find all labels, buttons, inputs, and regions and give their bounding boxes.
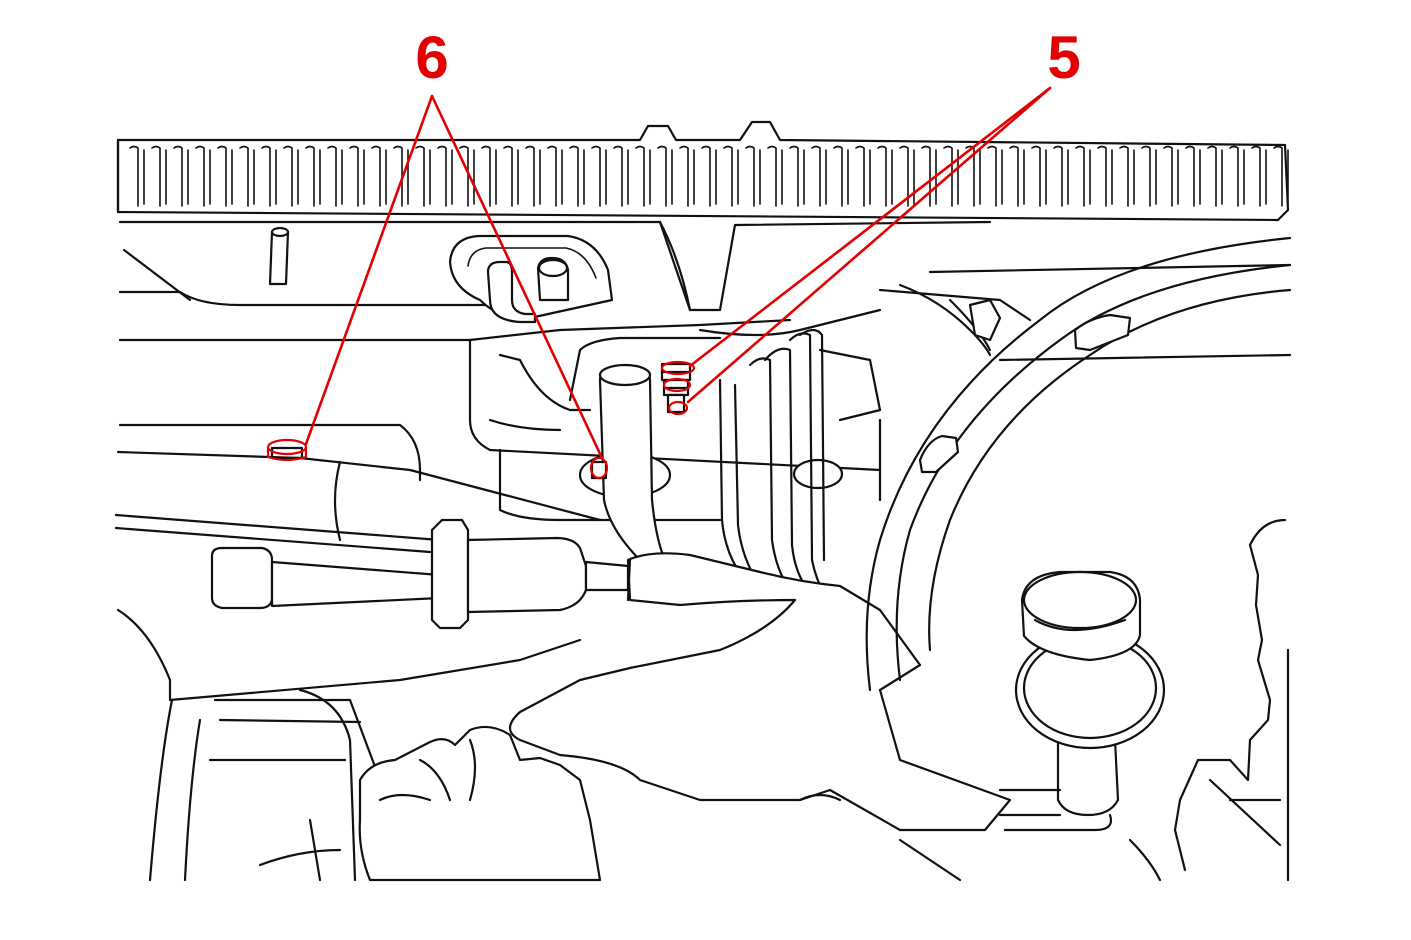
highlight-markers	[266, 360, 696, 480]
leader-5-upper	[688, 86, 1052, 368]
center-hose	[598, 363, 667, 562]
lower-cover	[508, 552, 1012, 832]
fitting-marker-middle	[662, 377, 692, 393]
callout-label-6: 6	[415, 24, 448, 91]
fitting-marker-upper	[660, 360, 696, 376]
filler-cap	[998, 570, 1166, 832]
leader-5-lower	[686, 86, 1052, 404]
leader-6-center	[430, 94, 604, 460]
leader-6-left	[304, 94, 434, 446]
leader-lines	[304, 86, 1052, 460]
fitting-marker-lower	[667, 400, 689, 416]
crossmember	[118, 220, 1292, 482]
pin	[268, 226, 290, 286]
round-housing	[865, 236, 1292, 692]
lower-left-casing	[116, 608, 602, 882]
radiator-top	[116, 120, 1290, 222]
mid-structure	[468, 308, 882, 522]
lower-arm	[114, 450, 630, 630]
callout-label-5: 5	[1047, 24, 1080, 91]
bolt-marker-center	[589, 456, 609, 480]
right-edge	[898, 518, 1290, 882]
bracket	[448, 234, 614, 324]
